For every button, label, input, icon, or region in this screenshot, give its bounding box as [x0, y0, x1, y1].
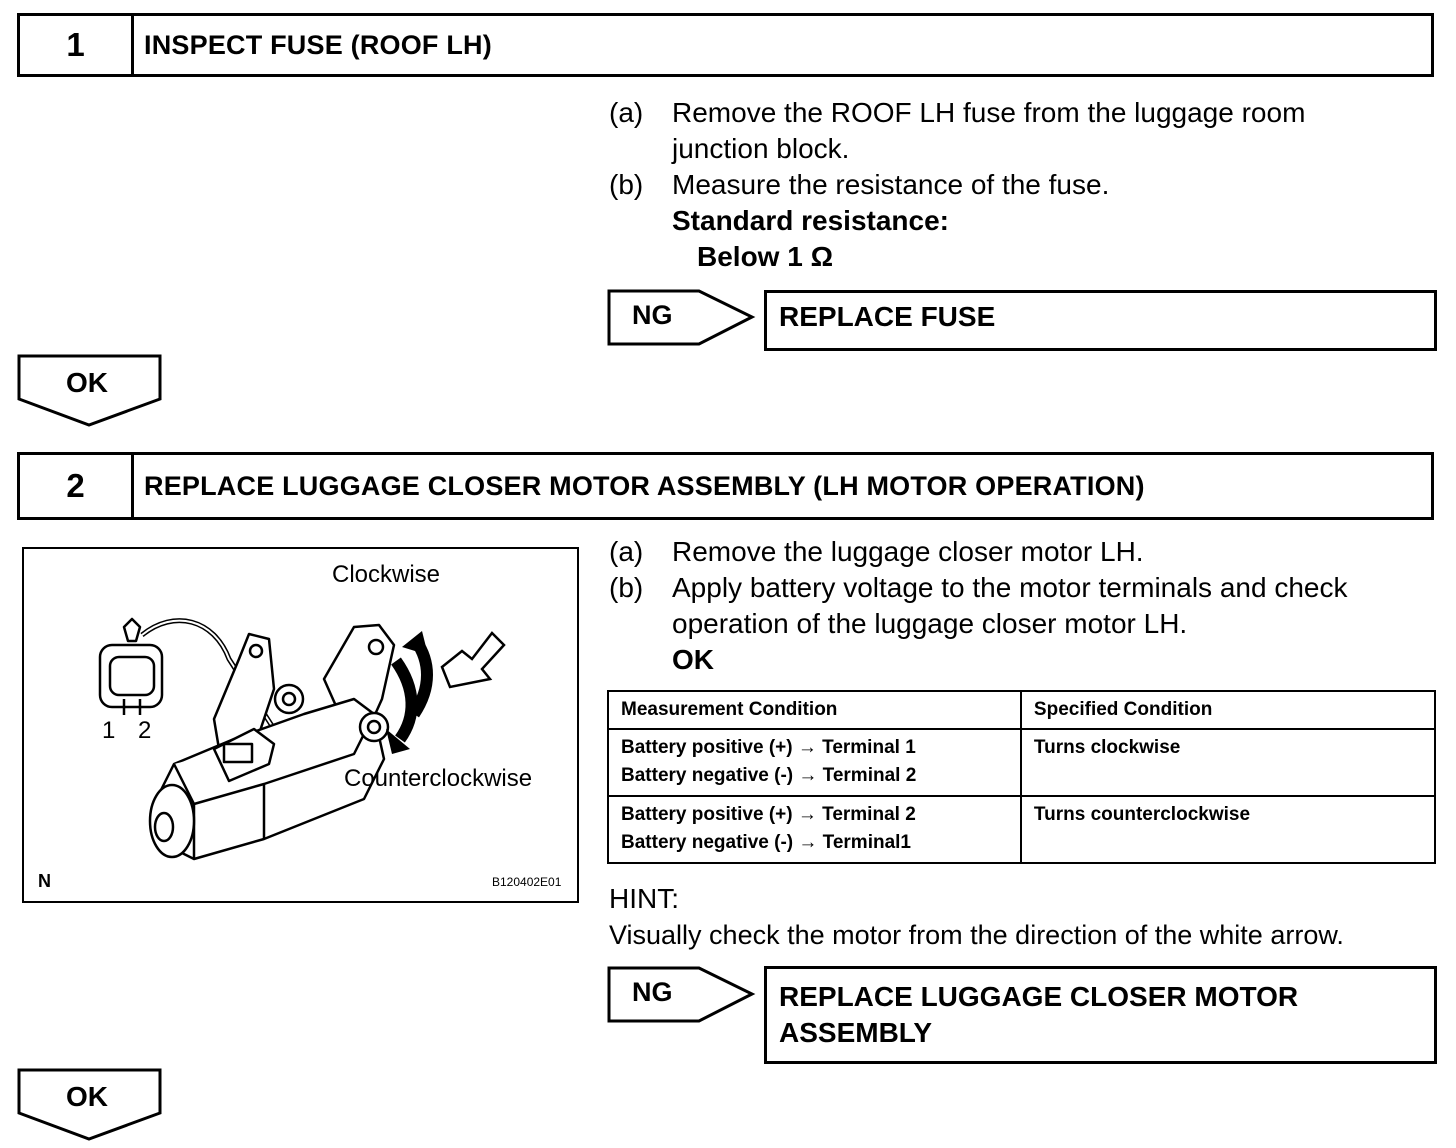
ok-arrow-icon: [17, 354, 162, 427]
standard-resistance-value: Below 1 Ω: [697, 241, 834, 272]
step-2-number: 2: [20, 455, 134, 517]
table-cell-condition: Battery positive (+) → Terminal 2 Batter…: [607, 795, 1022, 864]
ng-action-line-2: ASSEMBLY: [779, 1017, 933, 1048]
specification-table: Measurement Condition Specified Conditio…: [607, 690, 1437, 864]
step-1-item-b-line-1: Measure the resistance of the fuse.: [672, 169, 1110, 200]
ng-action-text-step-1: REPLACE FUSE: [779, 301, 996, 332]
condition-line: Battery positive (+) → Terminal 1: [621, 737, 916, 758]
step-2-ok-inline: OK: [672, 644, 714, 675]
step-1-item-b-marker: (b): [609, 169, 644, 200]
hint-text: Visually check the motor from the direct…: [609, 920, 1344, 950]
ng-label-step-2: NG: [632, 977, 673, 1007]
standard-resistance-label: Standard resistance:: [672, 205, 949, 236]
step-1-title: INSPECT FUSE (ROOF LH): [144, 29, 492, 60]
ok-arrow-icon: [17, 1068, 162, 1141]
hint-label: HINT:: [609, 883, 679, 914]
step-1-item-a-line-2: junction block.: [672, 133, 850, 164]
ng-action-step-2: REPLACE LUGGAGE CLOSER MOTOR ASSEMBLY: [764, 966, 1437, 1064]
counterclockwise-label: Counterclockwise: [344, 765, 533, 792]
figure-corner-label: N: [38, 871, 51, 891]
ng-arrow-icon: [607, 966, 756, 1023]
step-1-header: 1 INSPECT FUSE (ROOF LH): [17, 13, 1434, 77]
ng-arrow-icon: [607, 289, 756, 346]
step-1-item-a-marker: (a): [609, 97, 644, 128]
condition-line: Battery positive (+) → Terminal 2: [621, 804, 916, 825]
table-header-row: Measurement Condition Specified Conditio…: [607, 690, 1437, 730]
table-header-measurement: Measurement Condition: [607, 690, 1022, 730]
terminal-2-label: 2: [138, 717, 152, 744]
step-2-title: REPLACE LUGGAGE CLOSER MOTOR ASSEMBLY (L…: [144, 470, 1145, 501]
ok-label-step-2: OK: [66, 1081, 108, 1112]
step-2-item-b-marker: (b): [609, 572, 644, 603]
step-2-header: 2 REPLACE LUGGAGE CLOSER MOTOR ASSEMBLY …: [17, 452, 1434, 520]
condition-line: Battery negative (-) → Terminal 2: [621, 765, 917, 786]
step-2-item-a-line-1: Remove the luggage closer motor LH.: [672, 536, 1144, 567]
table-header-specified: Specified Condition: [1019, 690, 1437, 730]
table-cell-spec: Turns counterclockwise: [1019, 795, 1437, 864]
step-1-item-a-line-1: Remove the ROOF LH fuse from the luggage…: [672, 97, 1306, 128]
figure-code: B120402E01: [492, 875, 562, 889]
clockwise-label: Clockwise: [332, 561, 441, 588]
luggage-closer-motor-illustration: [98, 617, 506, 861]
ng-label-step-1: NG: [632, 300, 673, 330]
step-1-number: 1: [20, 16, 134, 74]
terminal-1-label: 1: [102, 717, 116, 744]
step-2-item-a-marker: (a): [609, 536, 644, 567]
motor-figure: Clockwise Counterclockwise 1 2 N B120402…: [22, 547, 579, 903]
table-cell-condition: Battery positive (+) → Terminal 1 Batter…: [607, 728, 1022, 797]
table-cell-spec: Turns clockwise: [1019, 728, 1437, 797]
table-row: Battery positive (+) → Terminal 2 Batter…: [607, 795, 1437, 864]
condition-line: Battery negative (-) → Terminal1: [621, 832, 912, 853]
step-2-item-b-line-2: operation of the luggage closer motor LH…: [672, 608, 1188, 639]
ng-action-step-1: REPLACE FUSE: [764, 290, 1437, 351]
ng-action-line-1: REPLACE LUGGAGE CLOSER MOTOR: [779, 981, 1299, 1012]
table-row: Battery positive (+) → Terminal 1 Batter…: [607, 728, 1437, 797]
step-2-item-b-line-1: Apply battery voltage to the motor termi…: [672, 572, 1348, 603]
ok-label-step-1: OK: [66, 367, 108, 398]
